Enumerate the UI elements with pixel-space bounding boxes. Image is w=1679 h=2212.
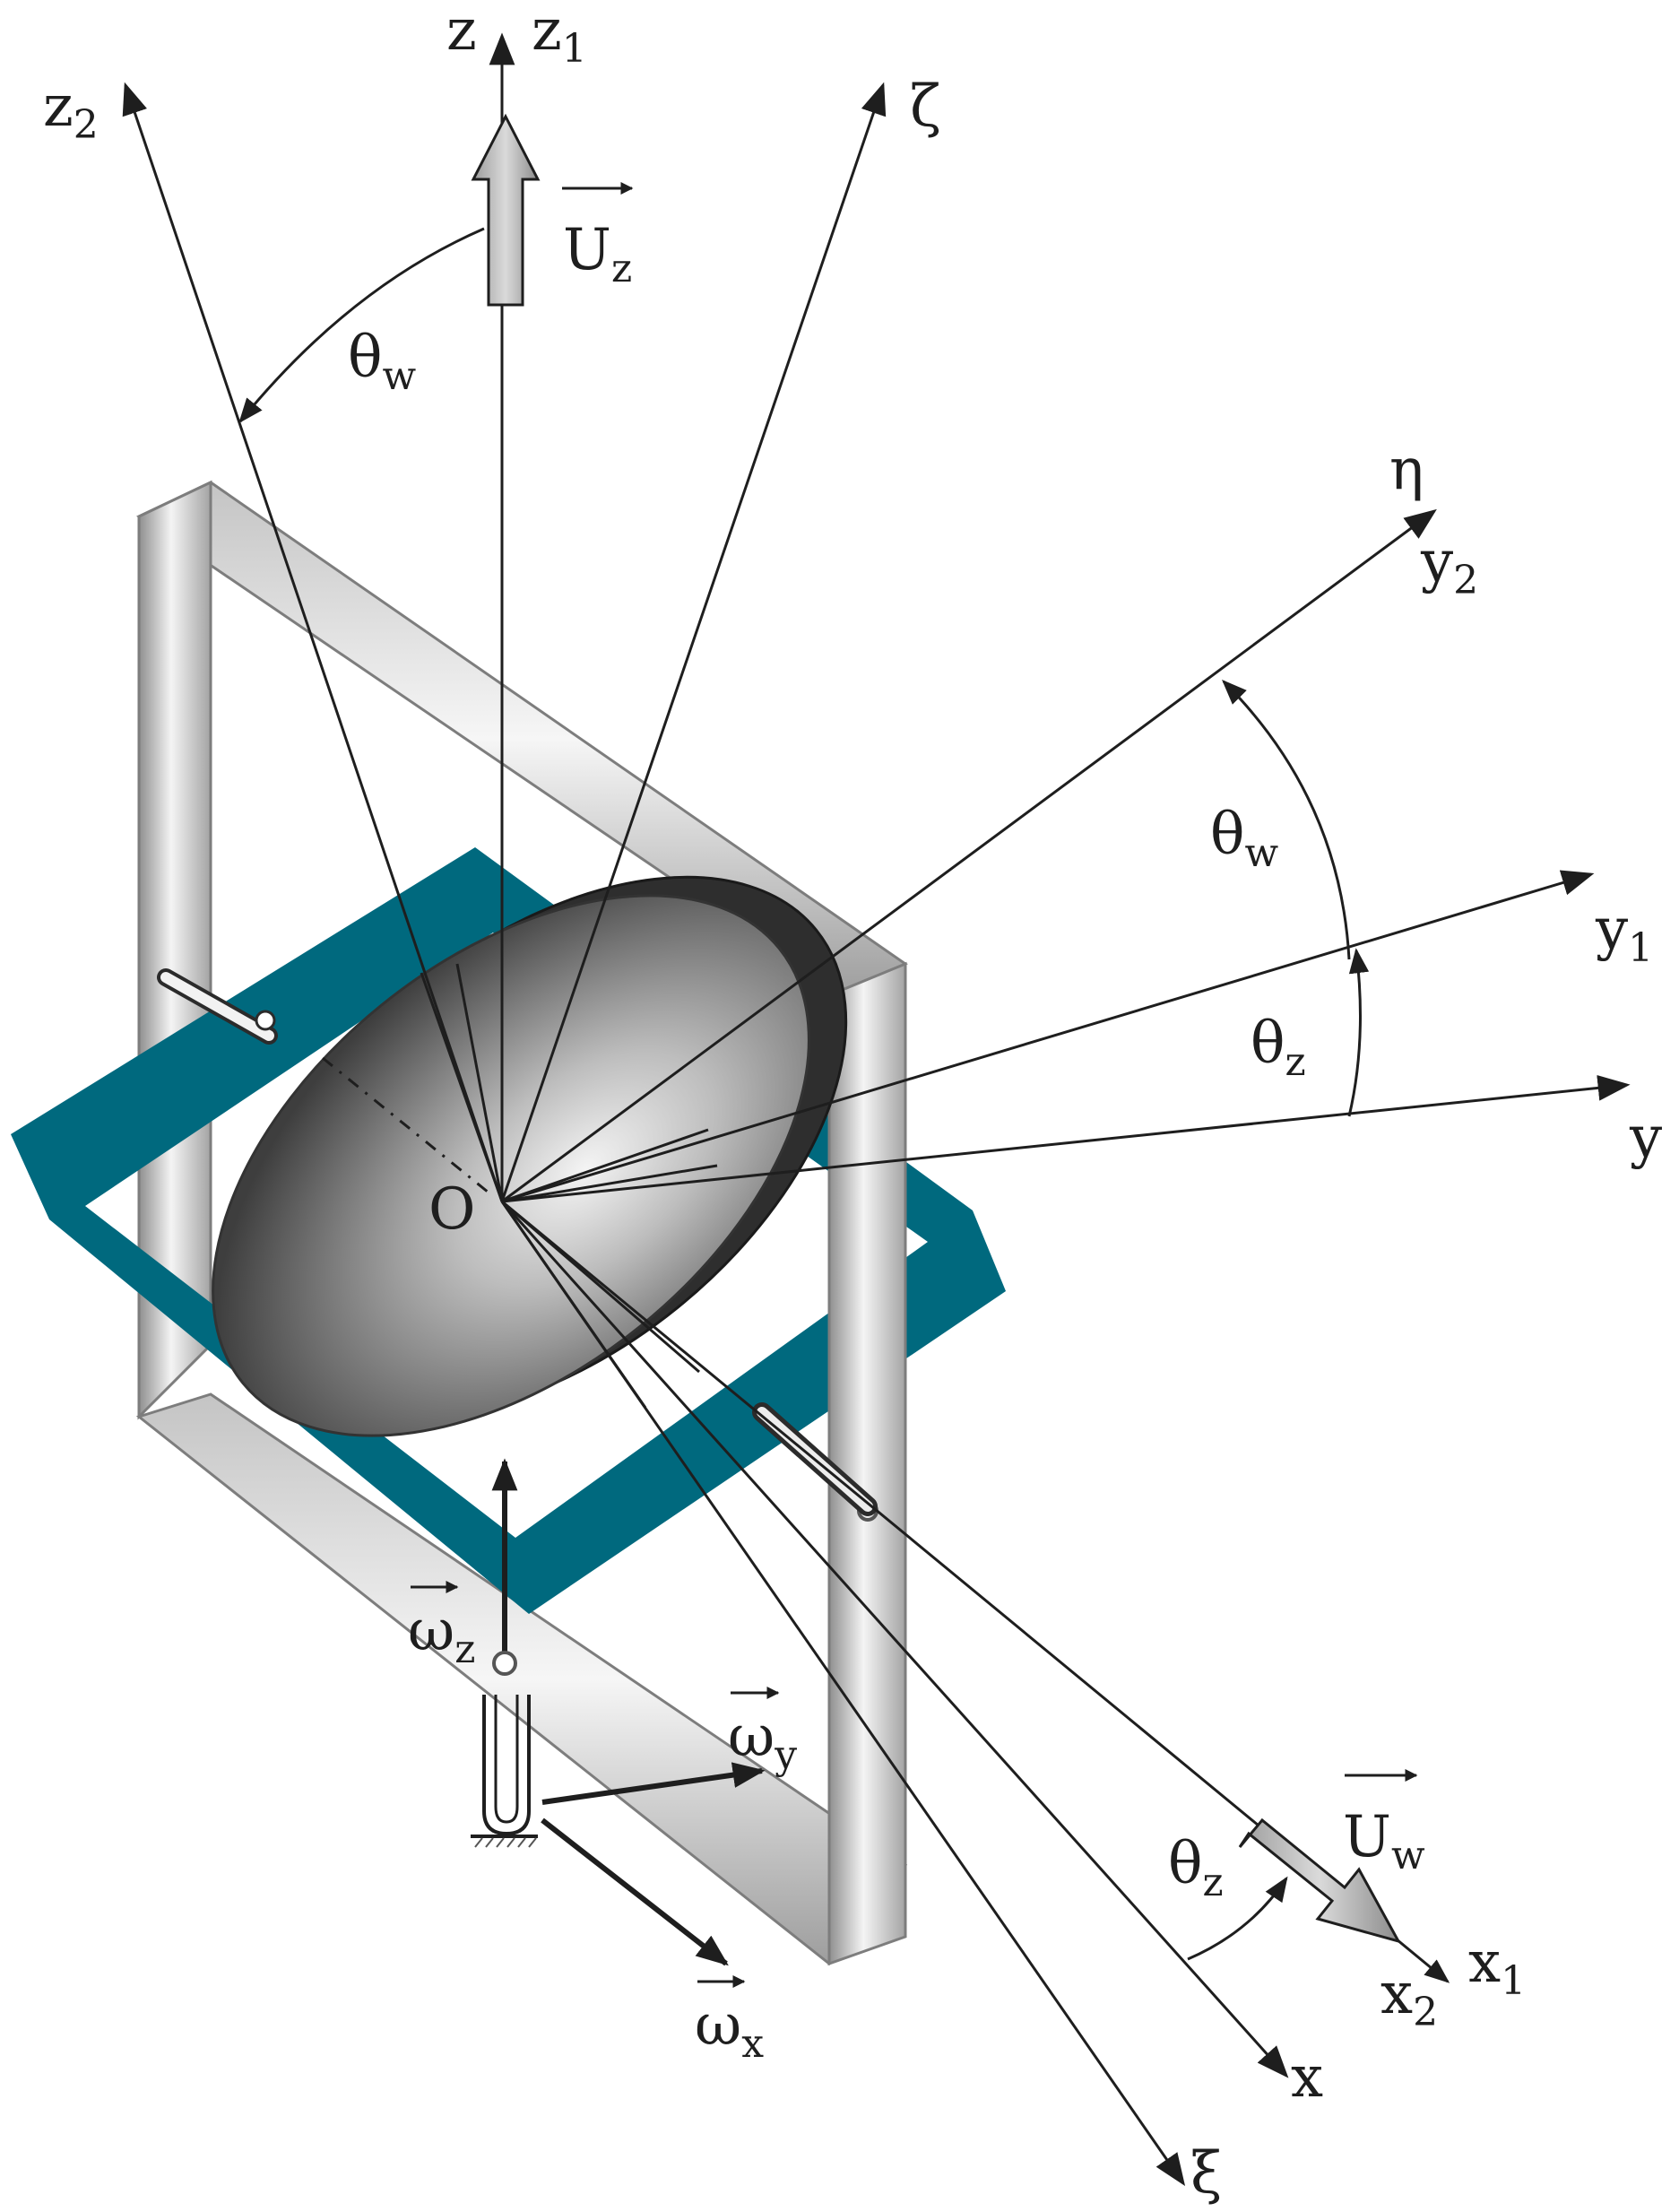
vector-Uz-arrow [471,113,541,307]
label-z2: z2 [43,74,99,148]
axis-labels: z z1 z2 ζ η y2 y1 y x1 x2 x ξ O [43,0,1662,2207]
vector-omega-x-arrow [541,1817,729,1966]
hidden-axis-line [322,1056,489,1194]
label-Uz: Uz [563,217,632,291]
label-z: z [446,0,477,64]
axis-y [501,1075,1631,1203]
arc-theta-w-top [238,227,485,424]
outer-frame [135,480,908,1966]
frame-bottom-bar [135,1392,908,1966]
angle-labels: θw θw θz θz [348,325,1306,1905]
label-theta-z-right: θz [1251,1011,1306,1085]
label-theta-w-top: θw [348,325,417,399]
label-origin: O [428,1176,475,1243]
label-theta-w-right: θw [1210,802,1279,876]
label-omega-y: ωy [728,1704,797,1778]
label-eta: η [1389,437,1424,503]
frame-right-bar [827,961,907,1966]
vector-omega-y-arrow [541,1762,766,1805]
axis-z2 [122,82,504,1202]
label-x1: x1 [1468,1930,1526,2004]
arc-theta-w-right [1222,680,1351,960]
arc-theta-z-bottom [1187,1876,1288,1961]
axis-zeta [500,82,887,1202]
label-theta-z-bottom: θz [1168,1831,1224,1905]
label-Uw: Uw [1343,1804,1425,1878]
label-omega-x: ωx [695,1992,764,2067]
coordinate-axes [122,32,1631,2186]
vector-Uw-arrow [1238,1817,1402,1944]
label-x: x [1291,2044,1323,2111]
vector-overbars [411,182,1418,1988]
label-omega-z: ωz [408,1598,475,1672]
angle-arcs [238,227,1370,1961]
arc-theta-z-right [1347,948,1370,1117]
axis-eta-y2 [501,508,1437,1203]
label-zeta: ζ [910,74,941,140]
label-y2: y2 [1420,529,1478,603]
label-y1: y1 [1595,897,1653,971]
support-fork [471,1695,538,1848]
axis-y1 [501,870,1595,1203]
label-y: y [1629,1105,1662,1171]
vector-labels: Uz Uw ωz ωy ωx [408,217,1425,2067]
axis-x [500,1200,1289,2078]
label-x2: x2 [1380,1961,1438,2035]
label-xi: ξ [1190,2140,1222,2207]
label-z1: z1 [532,0,587,72]
rotor-disk [212,875,848,1437]
